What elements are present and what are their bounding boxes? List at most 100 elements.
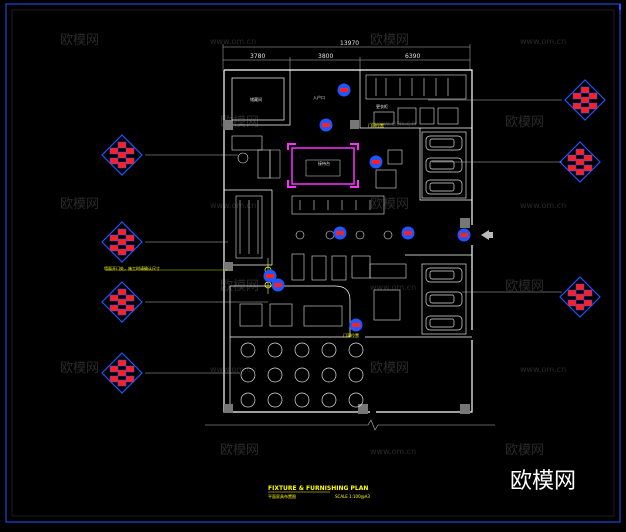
tag-cell [575, 293, 585, 301]
cycle-station [294, 392, 310, 408]
cycle-station [348, 392, 364, 408]
tag-cell [117, 369, 127, 377]
treadmill-zone [421, 131, 467, 199]
treadmill-belt [429, 318, 455, 328]
watermark-url: www.om.cn [520, 365, 566, 374]
dimension-lines: 13970 3780 3800 6390 [222, 40, 471, 70]
watermark-text: 欧模网 [370, 33, 409, 48]
tag-cell [125, 157, 135, 165]
tag-cell [567, 164, 577, 172]
cycle-station [294, 367, 310, 383]
inner-frame [11, 9, 615, 517]
outer-frame [5, 3, 621, 523]
label-storage: 储藏间 [250, 96, 262, 102]
material-tag [101, 281, 143, 323]
door-tag [401, 226, 415, 240]
cycle-station [267, 392, 283, 408]
drawing-subtitle: 平面家具布置图 [268, 493, 296, 499]
tag-cell [580, 96, 590, 104]
label-lockers: 更衣柜 [376, 103, 388, 109]
door-tag [337, 83, 351, 97]
cycle-station [321, 342, 337, 358]
tag-cell [109, 304, 119, 312]
material-tag [559, 276, 601, 318]
door-tag [369, 155, 383, 169]
tag-cell [575, 283, 585, 291]
watermark-text: 欧模网 [220, 443, 259, 458]
tag-cell [575, 148, 585, 156]
tag-cell [109, 234, 119, 242]
watermark-text: 欧模网 [60, 197, 99, 212]
drawing-scale: SCALE 1:100@A3 [335, 494, 370, 499]
material-tags [101, 79, 606, 394]
door-tag [457, 228, 471, 242]
treadmill [425, 267, 463, 283]
material-tag [101, 134, 143, 176]
cycling-area [240, 342, 364, 408]
tag-cell [125, 365, 135, 373]
note-lower: 门洞位置 [343, 332, 359, 338]
tag-cell [109, 365, 119, 373]
cycle-station [267, 342, 283, 358]
watermark-url: www.om.cn [210, 365, 256, 374]
cycle-station [240, 342, 256, 358]
treadmill-belt [429, 138, 455, 148]
tag-cell [117, 238, 127, 246]
tag-cell [588, 92, 598, 100]
tag-cell [567, 154, 577, 162]
watermark-text: 欧模网 [505, 115, 544, 130]
watermark-url: www.om.cn [210, 37, 256, 46]
tag-cell [117, 359, 127, 367]
walls [223, 69, 473, 413]
watermark-url: www.om.cn [370, 447, 416, 456]
tag-cell [109, 375, 119, 383]
cycle-station [240, 392, 256, 408]
door-tag [349, 318, 363, 332]
strength-area [235, 149, 407, 321]
tag-cell [125, 294, 135, 302]
note-center: 门洞位置 [368, 122, 384, 128]
door-tag [333, 226, 347, 240]
entrance-arrow-icon [481, 230, 493, 240]
watermark-layer: 欧模网 www.om.cn 欧模网 www.om.cn 欧模网 www.om.cn 欧模网 w… [60, 33, 566, 458]
tag-cell [125, 304, 135, 312]
tag-cell [572, 92, 582, 100]
locker-room [365, 74, 467, 125]
storage-room: 储藏间 [231, 77, 285, 121]
cycle-station [240, 367, 256, 383]
tag-cell [109, 147, 119, 155]
watermark-text: 欧模网 [60, 33, 99, 48]
tag-cell [109, 244, 119, 252]
tag-cell [117, 288, 127, 296]
watermark-url: www.om.cn [210, 201, 256, 210]
treadmill [425, 135, 463, 151]
treadmill [425, 315, 463, 331]
treadmills-lower [421, 263, 467, 335]
treadmill-belt [429, 182, 455, 192]
drawing-title: FIXTURE & FURNISHING PLAN [268, 485, 368, 492]
tag-cell [117, 298, 127, 306]
tag-cell [117, 248, 127, 256]
tag-cell [580, 106, 590, 114]
treadmill-belt [429, 294, 455, 304]
spin-studio [239, 303, 343, 327]
tag-cell [583, 154, 593, 162]
watermark-url: www.om.cn [370, 283, 416, 292]
structural-columns [223, 120, 470, 414]
watermark-text: 欧模网 [505, 279, 544, 294]
treadmill-zone [421, 263, 467, 335]
tag-cell [575, 158, 585, 166]
title-block: FIXTURE & FURNISHING PLAN 平面家具布置图 SCALE … [268, 485, 370, 499]
tag-cell [583, 299, 593, 307]
label-entry: 入户口 [313, 94, 325, 100]
note-left: 墙面开门处，施工时请确认尺寸 [104, 265, 160, 271]
watermark-text: 欧模网 [370, 361, 409, 376]
tag-cell [109, 157, 119, 165]
label-reception: 接待台 [318, 160, 330, 166]
watermark-text: 欧模网 [60, 361, 99, 376]
cycle-station [294, 342, 310, 358]
material-tag [101, 352, 143, 394]
material-tag [101, 221, 143, 263]
tag-cell [567, 299, 577, 307]
tag-cell [583, 289, 593, 297]
